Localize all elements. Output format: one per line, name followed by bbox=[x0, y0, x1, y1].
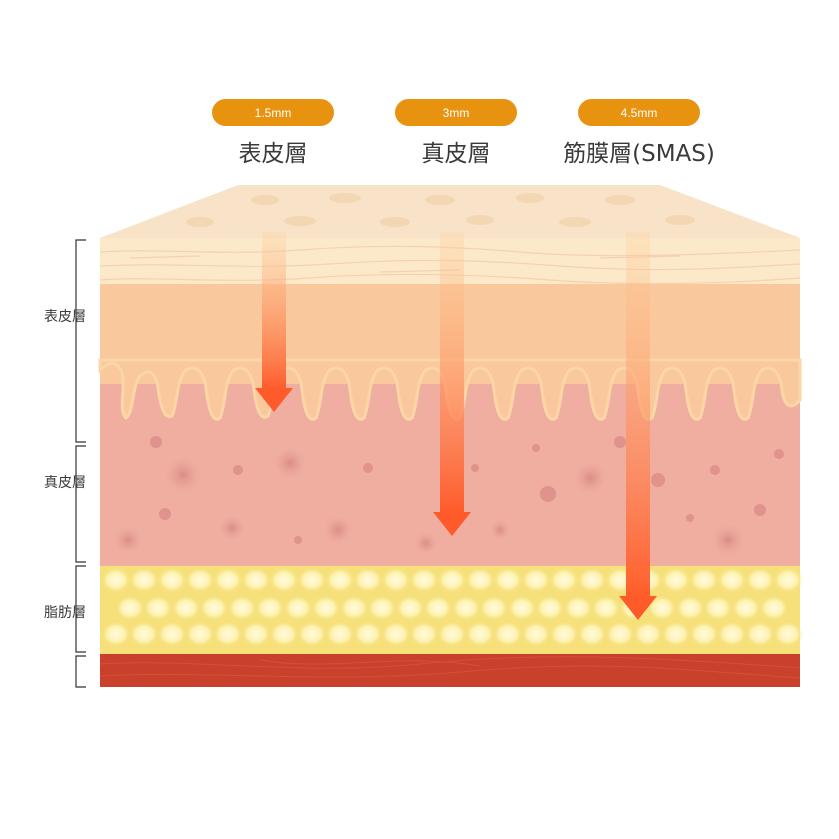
fat-cell bbox=[577, 621, 607, 647]
fat-cell bbox=[171, 595, 201, 621]
fat-cell bbox=[661, 567, 691, 593]
fat-cell bbox=[101, 567, 131, 593]
depth-badge-1: 1.5mm bbox=[212, 99, 334, 126]
muscle-layer bbox=[100, 654, 800, 687]
fat-cell bbox=[325, 621, 355, 647]
fat-cell bbox=[213, 621, 243, 647]
fat-cell bbox=[297, 567, 327, 593]
fat-cell bbox=[129, 567, 159, 593]
fat-cell bbox=[675, 595, 705, 621]
top-face-pores bbox=[186, 193, 695, 227]
fat-cell bbox=[689, 567, 719, 593]
depth-arrow-1 bbox=[255, 232, 293, 412]
fat-cell bbox=[367, 595, 397, 621]
fat-cell bbox=[521, 621, 551, 647]
fat-cell bbox=[773, 621, 803, 647]
fat-cell bbox=[157, 621, 187, 647]
fat-cell bbox=[283, 595, 313, 621]
fat-cell bbox=[101, 621, 131, 647]
fat-cell bbox=[773, 567, 803, 593]
fat-cell bbox=[745, 621, 775, 647]
fat-cell bbox=[633, 621, 663, 647]
depth-badge-2: 3mm bbox=[395, 99, 517, 126]
fat-cell bbox=[507, 595, 537, 621]
dermis-spots bbox=[114, 436, 784, 556]
fat-cell bbox=[759, 595, 789, 621]
fat-cell bbox=[409, 621, 439, 647]
fat-cell bbox=[269, 567, 299, 593]
fat-cell bbox=[409, 567, 439, 593]
fat-cell bbox=[549, 567, 579, 593]
fat-cell bbox=[381, 621, 411, 647]
side-brackets bbox=[75, 239, 86, 688]
fat-cell bbox=[465, 567, 495, 593]
fat-cell bbox=[745, 567, 775, 593]
fat-cell bbox=[311, 595, 341, 621]
fat-cell bbox=[157, 567, 187, 593]
fat-cell bbox=[353, 621, 383, 647]
layer-title-dermis: 真皮層 bbox=[421, 141, 491, 167]
fat-cell bbox=[731, 595, 761, 621]
fat-cell bbox=[129, 621, 159, 647]
fat-cell bbox=[143, 595, 173, 621]
fat-cell bbox=[227, 595, 257, 621]
fat-cell bbox=[563, 595, 593, 621]
skin-top-face bbox=[100, 185, 800, 238]
fat-cell bbox=[451, 595, 481, 621]
fat-cell bbox=[717, 567, 747, 593]
fat-cell bbox=[199, 595, 229, 621]
fat-cell bbox=[241, 621, 271, 647]
fat-cell bbox=[591, 595, 621, 621]
fat-cell bbox=[717, 621, 747, 647]
depth-badge-3: 4.5mm bbox=[578, 99, 700, 126]
side-label-epidermis: 表皮層 bbox=[44, 309, 86, 325]
fat-cell bbox=[437, 567, 467, 593]
fat-cell bbox=[661, 621, 691, 647]
fat-cell bbox=[605, 621, 635, 647]
fat-cell bbox=[549, 621, 579, 647]
fat-cell bbox=[521, 567, 551, 593]
fat-cell bbox=[185, 621, 215, 647]
fat-cell bbox=[423, 595, 453, 621]
fat-cell bbox=[213, 567, 243, 593]
fat-cell bbox=[647, 595, 677, 621]
depth-arrow-2 bbox=[433, 232, 471, 536]
fat-cell bbox=[577, 567, 607, 593]
fat-cell bbox=[479, 595, 509, 621]
fat-cell bbox=[535, 595, 565, 621]
fat-cell bbox=[269, 621, 299, 647]
fat-cell bbox=[297, 621, 327, 647]
fat-cell bbox=[241, 567, 271, 593]
fat-cell bbox=[493, 621, 523, 647]
fat-cell bbox=[493, 567, 523, 593]
fat-cell bbox=[325, 567, 355, 593]
fat-cell bbox=[185, 567, 215, 593]
layer-title-smas: 筋膜層(SMAS) bbox=[563, 141, 715, 167]
fat-cell bbox=[689, 621, 719, 647]
fat-cell bbox=[339, 595, 369, 621]
fat-cell bbox=[255, 595, 285, 621]
muscle-fibers bbox=[99, 656, 801, 679]
fat-cells bbox=[101, 567, 803, 647]
fat-cell bbox=[395, 595, 425, 621]
depth-arrow-3 bbox=[619, 232, 657, 620]
layer-title-epidermis: 表皮層 bbox=[238, 141, 308, 167]
fat-cell bbox=[381, 567, 411, 593]
side-label-dermis: 真皮層 bbox=[44, 475, 86, 491]
fat-cell bbox=[437, 621, 467, 647]
fat-cell bbox=[115, 595, 145, 621]
side-label-fat: 脂肪層 bbox=[44, 605, 86, 621]
fat-cell bbox=[703, 595, 733, 621]
fat-cell bbox=[353, 567, 383, 593]
fat-cell bbox=[465, 621, 495, 647]
